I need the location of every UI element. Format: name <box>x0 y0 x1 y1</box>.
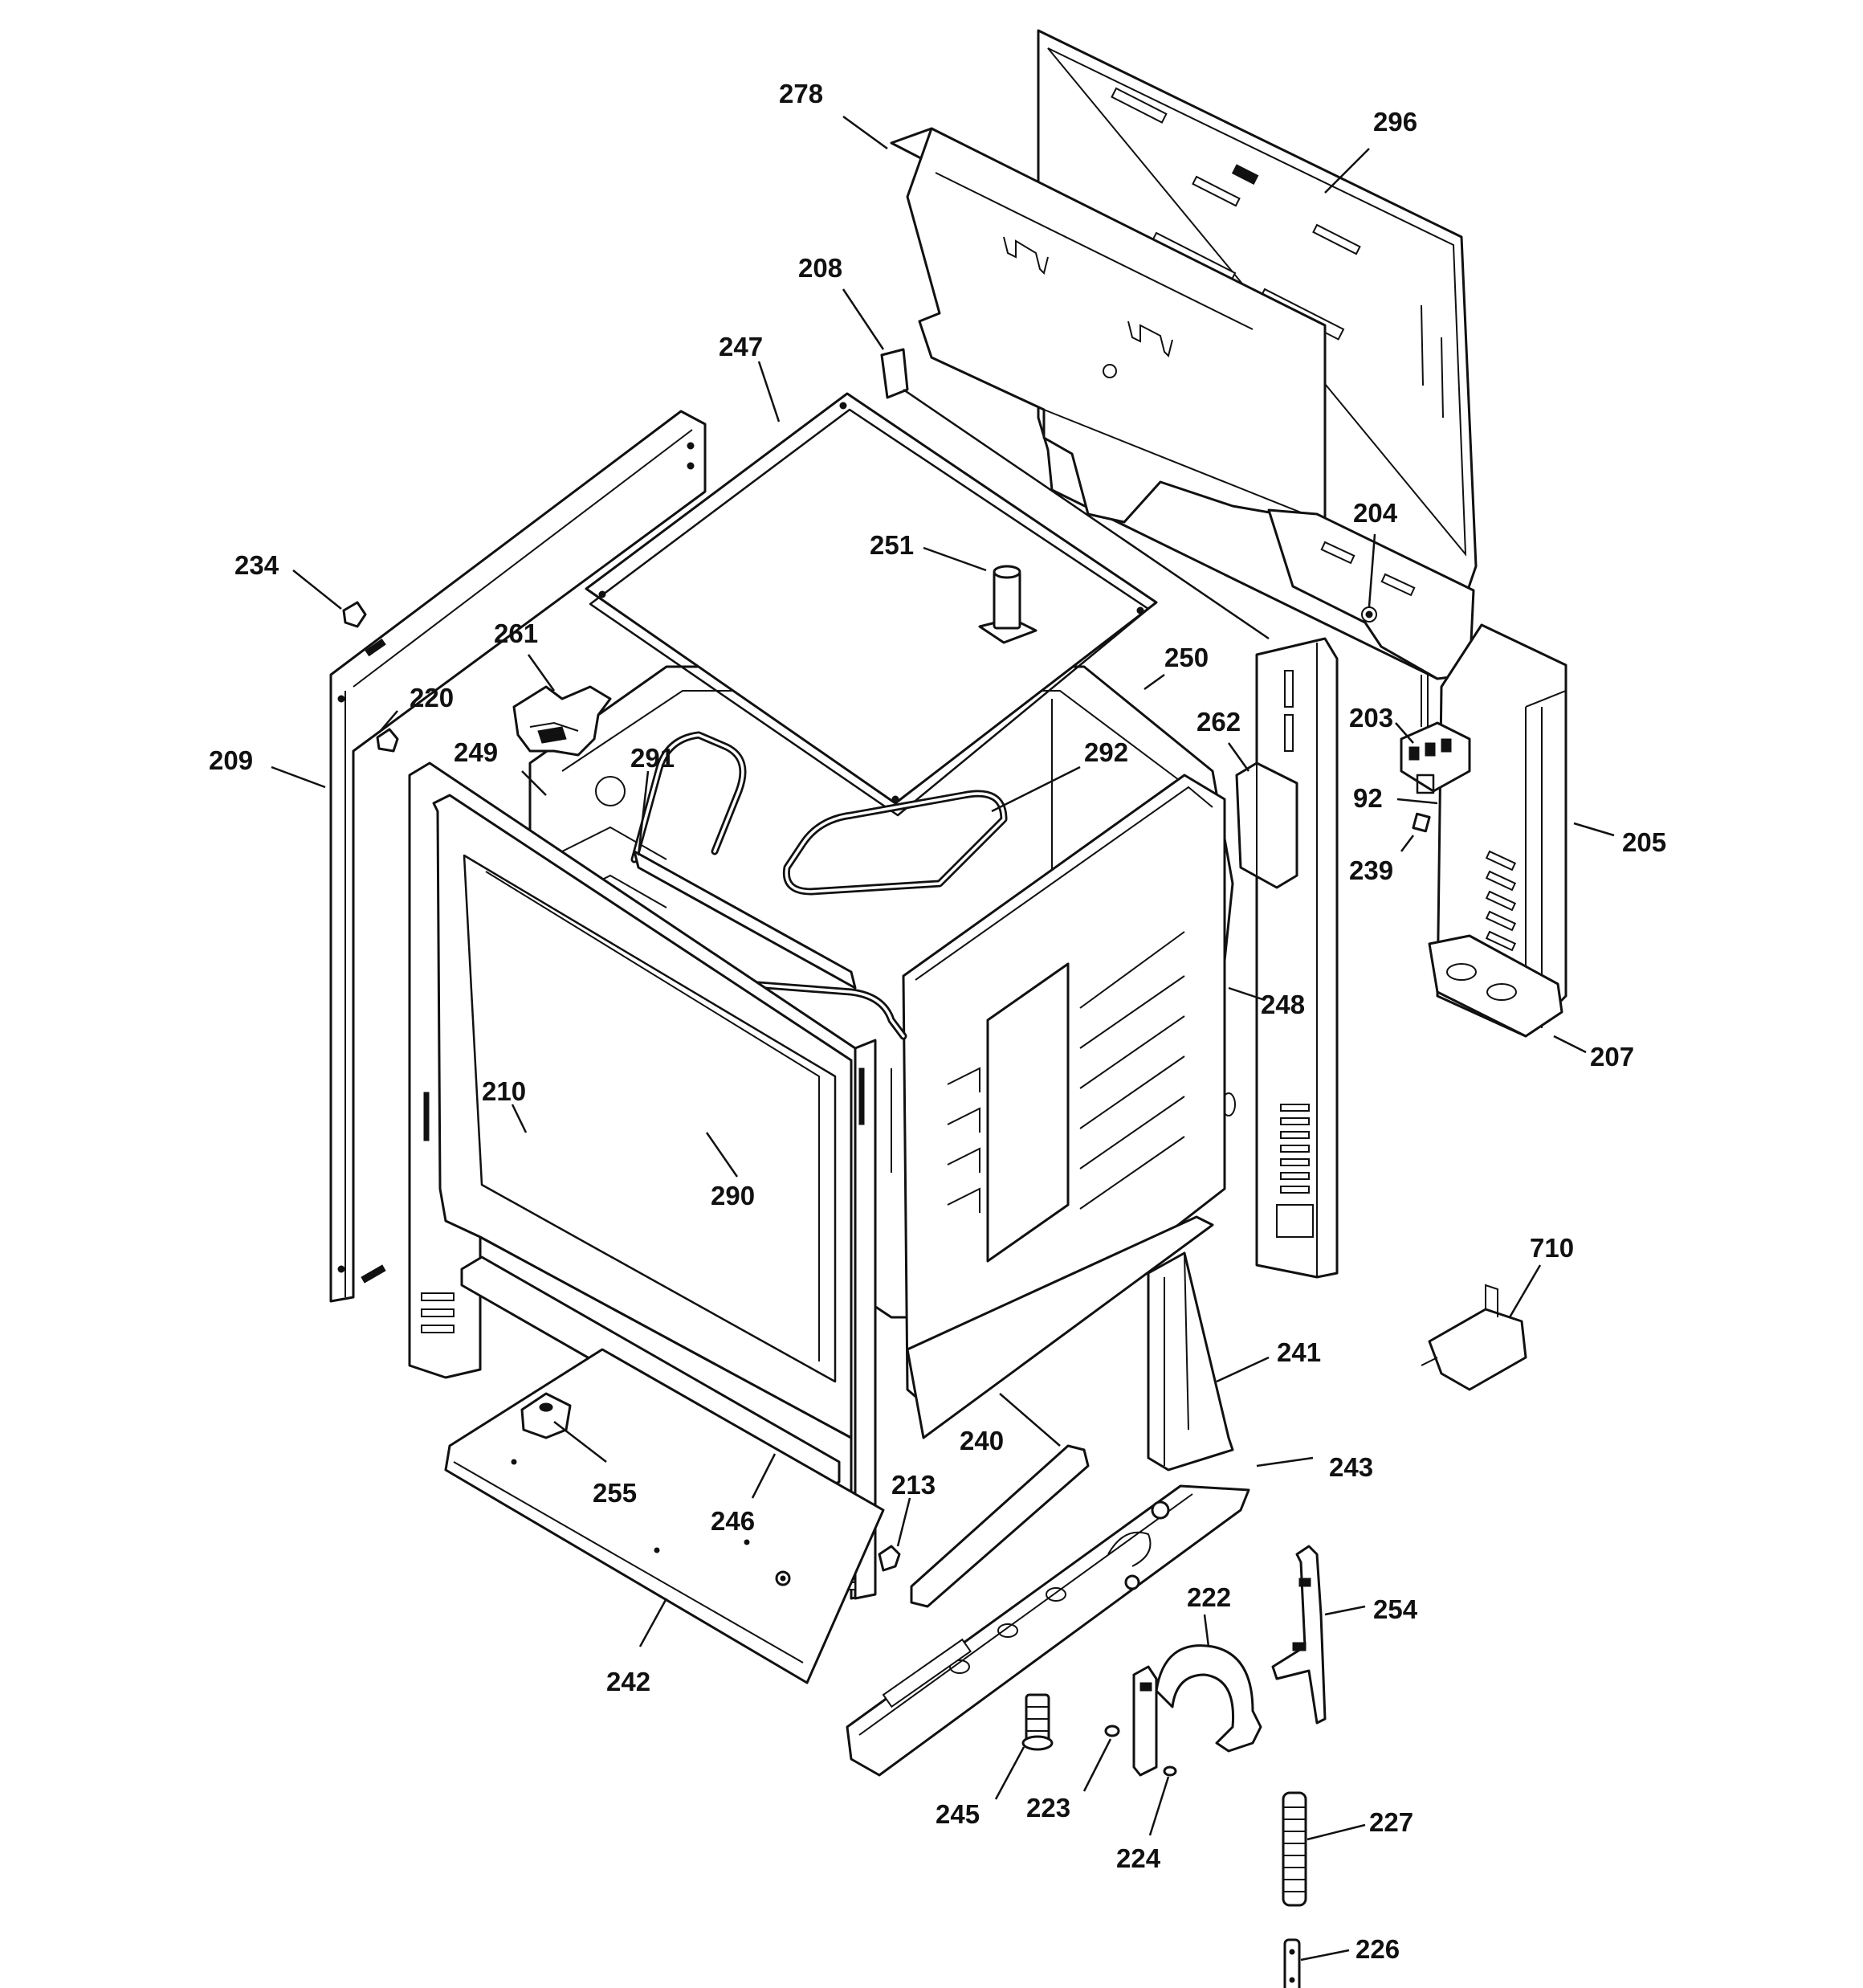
callout-239: 239 <box>1349 855 1393 885</box>
rear-frame-208 <box>880 348 1270 640</box>
callout-209: 209 <box>209 745 253 775</box>
spring-227 <box>1282 1791 1307 1907</box>
leader-lines <box>271 115 1615 1961</box>
callout-220: 220 <box>410 683 454 712</box>
callout-242: 242 <box>606 1667 650 1696</box>
callout-278: 278 <box>779 79 823 108</box>
terminal-block-203 <box>1400 675 1471 833</box>
bottom-rail-240 <box>906 1215 1214 1608</box>
callout-207: 207 <box>1590 1042 1634 1072</box>
front-frame-249 <box>408 761 892 1600</box>
leveling-leg-255 <box>520 1392 572 1439</box>
callout-240: 240 <box>960 1426 1004 1455</box>
clip-213 <box>775 1545 901 1586</box>
nut-224 <box>1163 1766 1177 1777</box>
callout-213: 213 <box>891 1470 936 1500</box>
callout-227: 227 <box>1369 1807 1413 1837</box>
callout-292: 292 <box>1084 737 1128 767</box>
callout-245: 245 <box>936 1799 980 1829</box>
callout-208: 208 <box>798 253 842 283</box>
callout-203: 203 <box>1349 703 1393 733</box>
callout-251: 251 <box>870 530 914 560</box>
callout-290: 290 <box>711 1181 755 1210</box>
callout-222: 222 <box>1187 1582 1231 1612</box>
top-panel-247 <box>585 392 1158 817</box>
callout-261: 261 <box>494 618 538 648</box>
cavity-side-250 <box>902 774 1226 1415</box>
callout-205: 205 <box>1622 827 1666 857</box>
clip-234 <box>342 601 367 628</box>
callout-246: 246 <box>711 1506 755 1536</box>
callout-241: 241 <box>1277 1337 1321 1367</box>
callout-249: 249 <box>454 737 498 767</box>
bracket-241 <box>1147 1251 1234 1472</box>
insulation-261 <box>512 685 612 757</box>
callout-296: 296 <box>1373 107 1417 137</box>
rear-bracket-207 <box>1428 934 1563 1038</box>
callout-243: 243 <box>1329 1452 1373 1482</box>
leveling-foot-245 <box>1021 1693 1054 1751</box>
drawer-rail-243 <box>846 1484 1250 1777</box>
callout-255: 255 <box>593 1478 637 1508</box>
back-shelf <box>1267 508 1475 680</box>
back-shield-278 <box>890 127 1327 524</box>
clip-220 <box>376 728 399 753</box>
callout-248: 248 <box>1261 990 1305 1019</box>
screw-223 <box>1104 1725 1120 1737</box>
callout-247: 247 <box>719 332 763 361</box>
callout-250: 250 <box>1164 643 1209 672</box>
callout-254: 254 <box>1373 1594 1418 1624</box>
callout-226: 226 <box>1355 1934 1400 1964</box>
callout-204: 204 <box>1353 498 1398 528</box>
callout-210: 210 <box>482 1076 526 1106</box>
hinge-254 <box>1271 1545 1327 1725</box>
callout-291: 291 <box>630 743 675 773</box>
callout-224: 224 <box>1116 1843 1161 1873</box>
hinge-222 <box>1132 1644 1262 1777</box>
spring-link-226 <box>1283 1938 1301 1988</box>
bracket-710 <box>1421 1284 1527 1391</box>
broil-element-291 <box>630 731 1008 990</box>
oven-vent-251 <box>978 565 1037 644</box>
callout-92: 92 <box>1353 783 1383 813</box>
side-panel-209 <box>329 410 707 1303</box>
callout-234: 234 <box>234 550 279 580</box>
callout-262: 262 <box>1196 707 1241 737</box>
callout-710: 710 <box>1530 1233 1574 1263</box>
insulation-262 <box>1235 761 1298 889</box>
callout-labels: 278 296 208 247 251 204 234 261 250 220 … <box>209 79 1666 1964</box>
callout-223: 223 <box>1026 1793 1070 1823</box>
